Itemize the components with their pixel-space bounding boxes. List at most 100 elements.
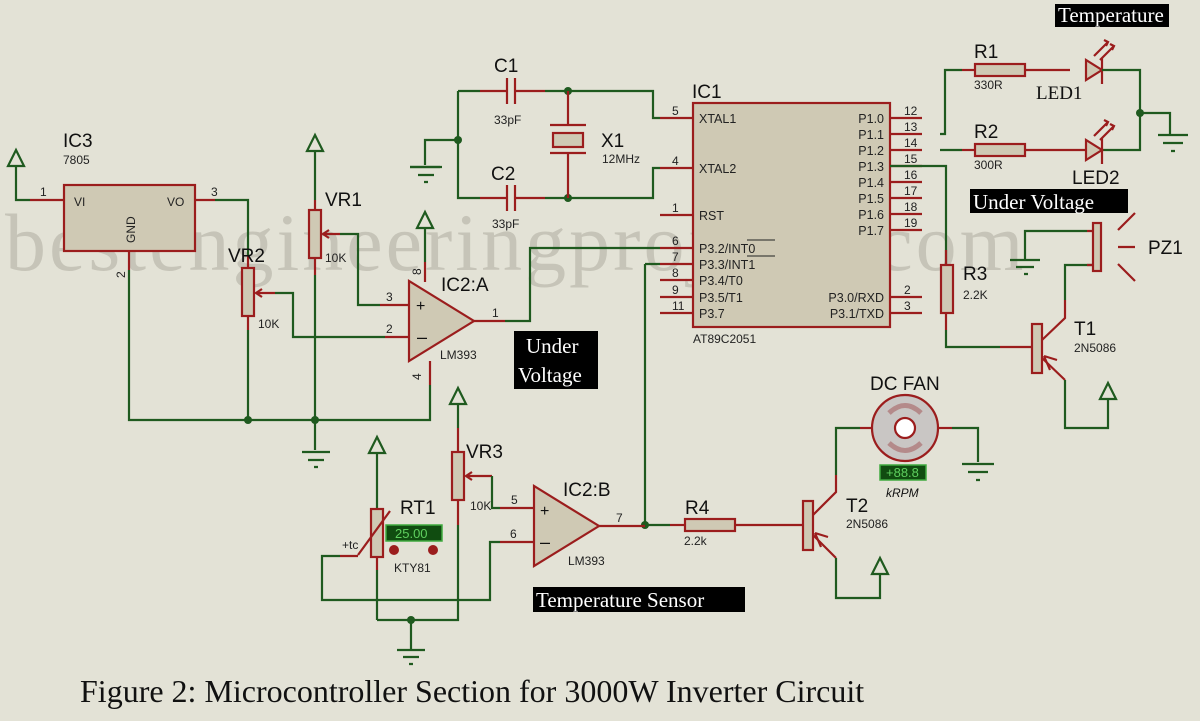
t1-value: 2N5086 — [1074, 341, 1116, 355]
pz1-ref: PZ1 — [1148, 238, 1183, 259]
svg-text:+: + — [540, 503, 549, 520]
r2-value: 300R — [974, 158, 1003, 172]
t2-value: 2N5086 — [846, 517, 888, 531]
under-voltage-label-top: Under Voltage — [970, 189, 1128, 214]
vr3-value: 10K — [470, 499, 491, 513]
svg-text:Temperature: Temperature — [1058, 3, 1164, 27]
pin-number: 7 — [672, 250, 679, 264]
fan-driver-section: +88.8 kRPM DC FAN R4 2.2k T2 2N5086 — [645, 374, 994, 600]
ic1-right-pins: 12P1.013P1.114P1.215P1.316P1.417P1.518P1… — [828, 104, 922, 321]
svg-text:–: – — [417, 327, 427, 347]
ic2b-value: LM393 — [568, 554, 605, 568]
pin-name: P1.5 — [858, 192, 884, 206]
ic2a-pin-minus: 2 — [386, 322, 393, 336]
rt1-reading: 25.00 — [395, 526, 428, 541]
r2-ref: R2 — [974, 122, 998, 143]
ic1-pin-9: 9P3.5/T1 — [660, 283, 743, 305]
vr1-ref: VR1 — [325, 190, 362, 211]
pin-number: 1 — [672, 201, 679, 215]
ic3-pin1-num: 1 — [40, 185, 47, 199]
pin-name: P3.5/T1 — [699, 291, 743, 305]
ic3-pin-vi: VI — [74, 195, 85, 209]
rt1-tc: +tc — [342, 538, 358, 552]
ic3-regulator: IC3 7805 VI VO GND 1 3 2 — [6, 131, 432, 422]
pin-number: 15 — [904, 152, 918, 166]
crystal-oscillator: C1 33pF C2 33pF X1 12MHz — [410, 56, 655, 231]
vr2-value: 10K — [258, 317, 279, 331]
ic2b-ref: IC2:B — [563, 480, 611, 501]
pin-number: 3 — [904, 299, 911, 313]
pin-number: 8 — [672, 266, 679, 280]
pin-name: P3.7 — [699, 307, 725, 321]
pin-name: P3.0/RXD — [828, 291, 884, 305]
t2-ref: T2 — [846, 496, 868, 517]
svg-text:–: – — [540, 532, 550, 552]
ic1-pin-8: 8P3.4/T0 — [660, 266, 743, 288]
rt1-value: KTY81 — [394, 561, 431, 575]
t1-ref: T1 — [1074, 319, 1096, 340]
pin-number: 13 — [904, 120, 918, 134]
svg-text:Temperature Sensor: Temperature Sensor — [536, 588, 704, 612]
ic3-pin2-num: 2 — [114, 271, 128, 278]
pin-name: P1.4 — [858, 176, 884, 190]
ic1-pin-6: 6P3.2/INT0 — [660, 234, 775, 256]
pin-number: 11 — [672, 299, 685, 313]
vr1-value: 10K — [325, 251, 346, 265]
pin-name: P1.7 — [858, 224, 884, 238]
ic2b-pin-minus: 6 — [510, 527, 517, 541]
temperature-sensor-label: Temperature Sensor — [533, 587, 745, 612]
pin-number: 16 — [904, 168, 918, 182]
ic2a-value: LM393 — [440, 348, 477, 362]
r4-ref: R4 — [685, 498, 710, 519]
pin-number: 17 — [904, 184, 918, 198]
svg-text:Voltage: Voltage — [518, 363, 582, 387]
under-voltage-label-mid: Under Voltage — [514, 331, 598, 389]
r4-value: 2.2k — [684, 534, 708, 548]
ic2a-pin-plus: 3 — [386, 290, 393, 304]
pin-name: XTAL1 — [699, 112, 736, 126]
pin-number: 4 — [672, 154, 679, 168]
ic1-ref: IC1 — [692, 82, 722, 103]
pin-name: P1.2 — [858, 144, 884, 158]
pin-number: 2 — [904, 283, 911, 297]
pin-name: P1.6 — [858, 208, 884, 222]
buzzer-driver-section: R3 2.2K T1 2N5086 PZ1 — [890, 164, 1183, 430]
pin-name: P3.2/INT0 — [699, 242, 755, 256]
rt1-ref: RT1 — [400, 498, 436, 519]
pin-number: 9 — [672, 283, 679, 297]
ic3-ref: IC3 — [63, 131, 93, 152]
ic1-pin-3: 3P3.1/TXD — [830, 299, 922, 321]
svg-text:+: + — [416, 298, 425, 315]
ic1-pin-7: 7P3.3/INT1 — [660, 250, 775, 272]
c1-value: 33pF — [494, 113, 521, 127]
pin-number: 14 — [904, 136, 918, 150]
ic2a-ref: IC2:A — [441, 275, 489, 296]
led-indicator-section: R1 330R LED1 R2 300R LED2 — [940, 39, 1188, 189]
temperature-label: Temperature — [1055, 3, 1169, 27]
fan-unit: kRPM — [886, 486, 919, 500]
led1-ref: LED1 — [1036, 83, 1082, 104]
x1-ref: X1 — [601, 131, 624, 152]
ic1-value: AT89C2051 — [693, 332, 756, 346]
ic2a-pin-gnd: 4 — [410, 373, 424, 380]
vr3-ref: VR3 — [466, 442, 503, 463]
fan-reading: +88.8 — [886, 465, 919, 480]
ic3-input-wire — [14, 165, 30, 202]
vr2-potentiometer: VR2 10K — [228, 246, 385, 420]
ic2b-pin-plus: 5 — [511, 493, 518, 507]
pin-name: P1.3 — [858, 160, 884, 174]
ic3-pin-vo: VO — [167, 195, 184, 209]
ic3-pin-gnd: GND — [124, 216, 138, 243]
